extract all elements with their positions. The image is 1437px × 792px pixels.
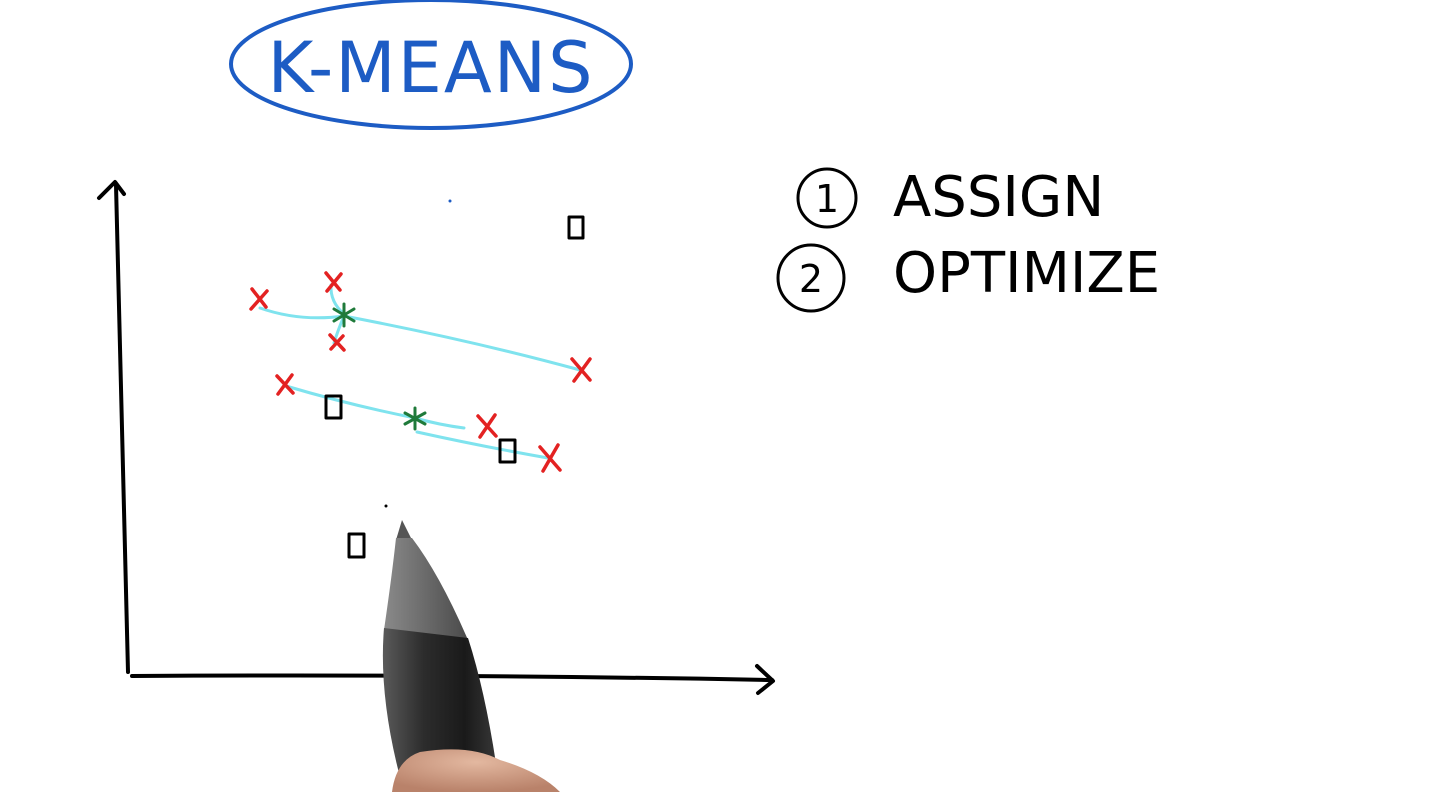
title-text: K-MEANS <box>267 27 594 109</box>
centroids <box>332 302 427 431</box>
data-point-x-icon <box>538 443 562 473</box>
step-2-label: OPTIMIZE <box>893 241 1160 306</box>
centroid-asterisk-icon <box>403 406 427 431</box>
title-ellipse <box>229 0 633 130</box>
data-point-x-icon <box>476 413 498 439</box>
candidate-points <box>324 215 585 559</box>
step-2: 2 OPTIMIZE <box>776 241 1160 313</box>
data-points <box>249 271 592 473</box>
title-bubble: K-MEANS <box>229 0 633 130</box>
candidate-square-icon <box>347 532 366 559</box>
x-axis-arrowhead <box>755 664 775 695</box>
y-axis-arrowhead <box>97 180 126 200</box>
candidate-square-icon <box>498 438 517 464</box>
stray-dot <box>384 504 388 508</box>
assignment-line <box>342 314 582 372</box>
stray-dot <box>448 199 452 203</box>
step-1-number: 1 <box>815 177 839 221</box>
assignment-line <box>258 306 346 320</box>
y-axis <box>114 183 130 674</box>
data-point-x-icon <box>328 333 346 352</box>
assignment-line <box>415 430 550 460</box>
assignment-line <box>284 384 417 420</box>
marker-pen-icon <box>382 520 560 792</box>
pen-tip <box>396 520 412 540</box>
data-point-x-icon <box>570 357 592 383</box>
candidate-square-icon <box>324 394 343 420</box>
data-point-x-icon <box>275 373 295 396</box>
hand-finger <box>392 749 560 792</box>
step-2-number-circle <box>776 243 846 313</box>
assignment-lines <box>258 283 582 460</box>
step-1: 1 ASSIGN <box>796 165 1104 230</box>
centroid-asterisk-icon <box>332 302 356 328</box>
data-point-x-icon <box>249 287 269 311</box>
step-2-number: 2 <box>799 257 823 301</box>
data-point-x-icon <box>324 271 343 293</box>
step-1-label: ASSIGN <box>893 165 1104 230</box>
candidate-square-icon <box>567 215 585 240</box>
steps-list: 1 ASSIGN 2 OPTIMIZE <box>776 165 1160 313</box>
step-1-number-circle <box>796 167 858 229</box>
pen-cone <box>384 538 468 640</box>
